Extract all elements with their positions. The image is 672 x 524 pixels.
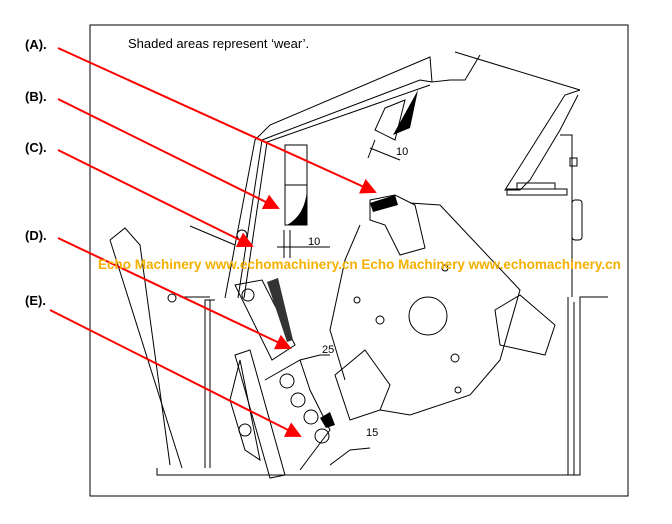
arrow-a (57, 47, 377, 194)
wear-area-e (320, 412, 335, 428)
label-e: (E). (25, 293, 46, 308)
wear-area-a (370, 195, 398, 212)
arrow-b (57, 98, 280, 209)
wear-area-d (267, 278, 293, 342)
arrow-e (49, 309, 302, 437)
arrow-d (57, 237, 292, 350)
wear-area-b (287, 190, 307, 225)
label-b: (B). (25, 89, 47, 104)
arrow-c (57, 149, 254, 247)
diagram-frame (89, 24, 629, 497)
dim-b: 10 (308, 236, 320, 248)
dim-top: 10 (396, 146, 408, 158)
watermark: Echo Machinery www.echomachinery.cn Echo… (98, 257, 621, 272)
label-a: (A). (25, 37, 47, 52)
dim-d: 25 (322, 344, 334, 356)
wear-note: Shaded areas represent ‘wear’. (128, 36, 310, 51)
wear-area-top (393, 90, 418, 135)
base-frame (156, 296, 608, 476)
label-d: (D). (25, 228, 47, 243)
label-c: (C). (25, 140, 47, 155)
dim-e: 15 (366, 427, 378, 439)
